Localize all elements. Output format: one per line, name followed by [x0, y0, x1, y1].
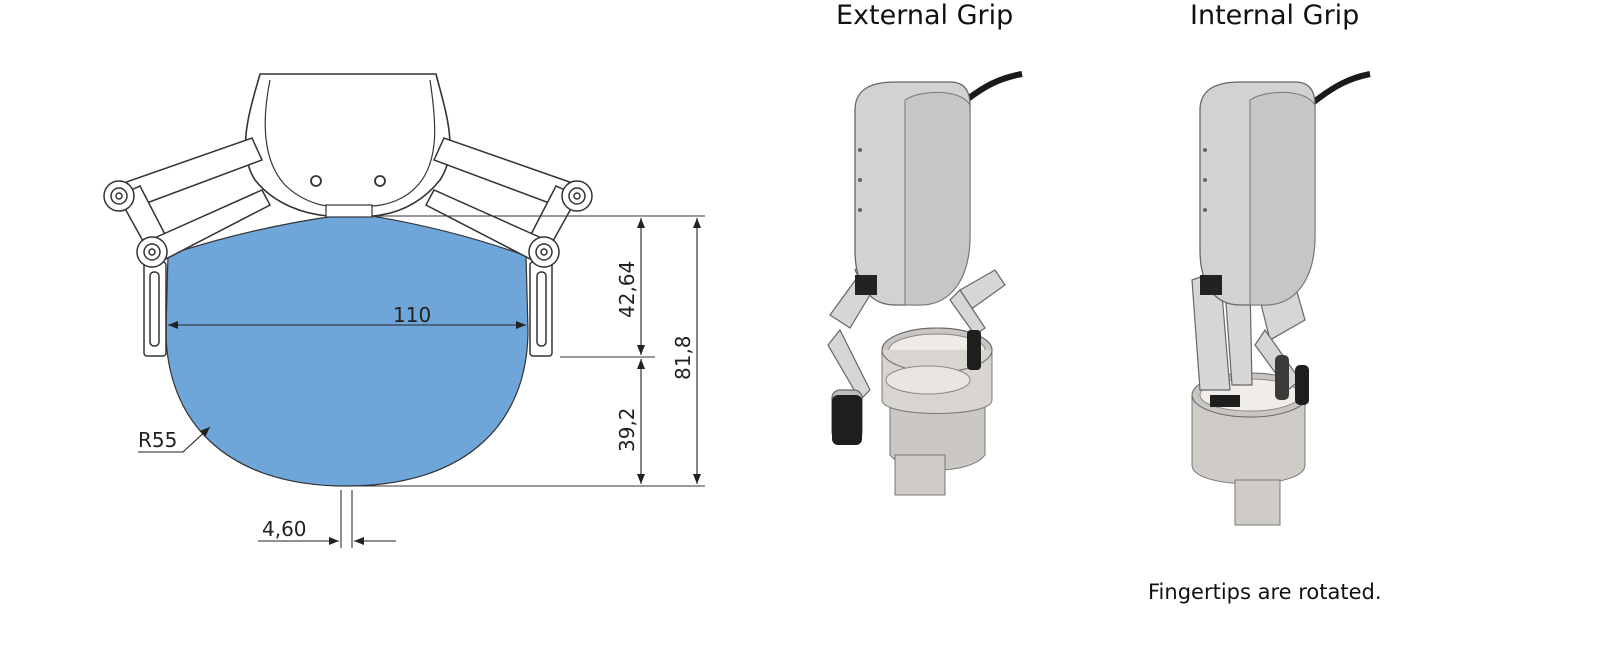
dim-radius: R55 [138, 428, 177, 452]
fingertips-note: Fingertips are rotated. [1148, 580, 1382, 604]
external-grip-render [827, 71, 1023, 496]
dim-upper-height: 42,64 [615, 261, 639, 318]
title-internal-grip: Internal Grip [1190, 0, 1360, 31]
dim-width: 110 [393, 303, 431, 327]
palm-screw-right [374, 175, 386, 187]
gripper-palm [244, 73, 451, 217]
radius-leader [138, 426, 211, 453]
dim-total-height: 81,8 [671, 335, 695, 380]
grasped-object-shape [165, 215, 529, 487]
title-external-grip: External Grip [836, 0, 1014, 31]
dim-lower-height: 39,2 [615, 407, 639, 452]
gripper-technical-drawing: 110 42,64 39,2 81,8 R55 4,60 [103, 73, 705, 548]
internal-grip-render [1191, 71, 1371, 526]
dim-offset: 4,60 [262, 517, 307, 541]
left-finger-linkage [103, 137, 272, 357]
palm-screw-left [310, 175, 322, 187]
right-finger-linkage [424, 137, 593, 357]
